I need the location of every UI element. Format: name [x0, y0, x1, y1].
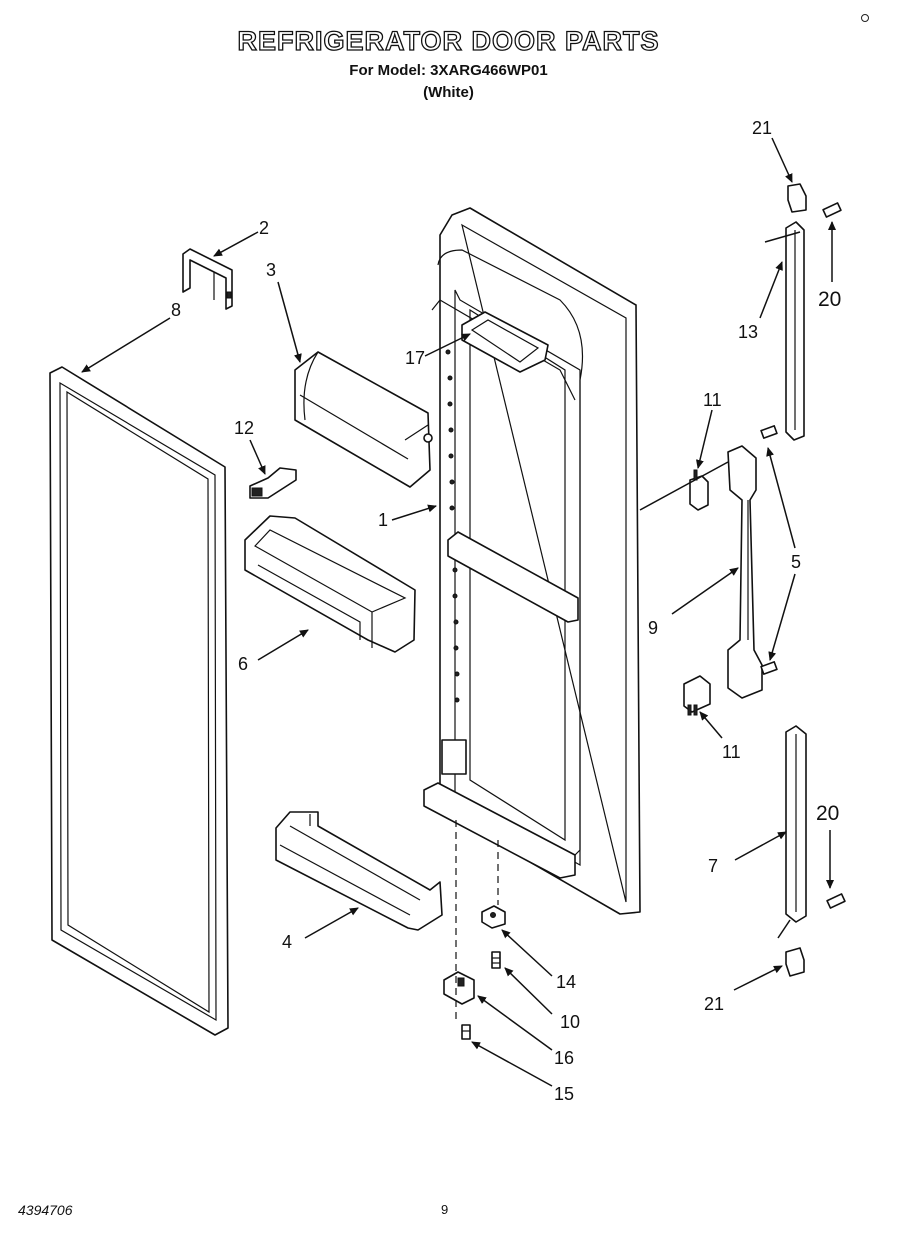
part-21-end-cap-bottom	[785, 947, 805, 977]
callout-4: 4	[282, 932, 292, 952]
callout-8: 8	[171, 300, 181, 320]
callout-17: 17	[405, 348, 425, 368]
callout-12: 12	[234, 418, 254, 438]
document-number: 4394706	[18, 1202, 73, 1218]
callout-15: 15	[554, 1084, 574, 1104]
part-5-handle-screw-top	[760, 425, 778, 439]
callout-9: 9	[648, 618, 658, 638]
leader-lines	[81, 137, 836, 1087]
part-16-hinge-bracket	[443, 971, 475, 1005]
part-11-handle-clip-bottom	[683, 675, 711, 716]
part-9-door-handle	[727, 445, 763, 699]
part-3-dairy-door	[294, 351, 433, 488]
part-14-hinge-bushing	[481, 905, 506, 929]
part-2-bracket	[182, 248, 233, 310]
part-11-handle-clip-top	[689, 469, 709, 511]
part-8-door-gasket	[49, 366, 229, 1036]
callout-11-bottom: 11	[722, 742, 741, 762]
part-13-handle-trim	[785, 221, 805, 441]
callout-7: 7	[708, 856, 718, 876]
part-4-bottom-bin	[275, 811, 443, 931]
part-12-clip	[249, 467, 297, 499]
callout-20-bottom: 20	[816, 802, 839, 825]
diagram-title: REFRIGERATOR DOOR PARTS	[237, 25, 660, 56]
part-15-screw	[461, 1024, 471, 1040]
part-1-door-liner	[423, 207, 641, 915]
corner-mark	[861, 14, 869, 22]
model-line: For Model: 3XARG466WP01	[349, 62, 548, 79]
callout-2: 2	[259, 218, 269, 238]
part-7-lower-trim	[785, 725, 807, 923]
callout-21-bottom: 21	[704, 994, 724, 1014]
callout-16: 16	[554, 1048, 574, 1068]
callout-10: 10	[560, 1012, 580, 1032]
page-number: 9	[441, 1202, 449, 1217]
callout-5: 5	[791, 552, 801, 572]
callout-11-top: 11	[703, 390, 722, 410]
callout-13: 13	[738, 322, 758, 342]
part-6-door-bin	[244, 515, 416, 653]
part-21-end-cap-top	[787, 183, 807, 213]
part-20-screw-bottom	[826, 893, 846, 909]
callout-3: 3	[266, 260, 276, 280]
callout-6: 6	[238, 654, 248, 674]
part-10-screw	[491, 951, 501, 969]
callout-labels: 2 3 8 12 6 17 1 4 14 10 16 15 21 20 13 1…	[171, 118, 841, 1104]
callout-21-top: 21	[752, 118, 772, 138]
color-line: (White)	[423, 84, 474, 101]
callout-14: 14	[556, 972, 576, 992]
part-20-screw-top	[822, 202, 842, 218]
part-5-handle-screw-bottom	[760, 661, 778, 675]
callout-20-top: 20	[818, 288, 841, 311]
callout-1: 1	[378, 510, 388, 530]
